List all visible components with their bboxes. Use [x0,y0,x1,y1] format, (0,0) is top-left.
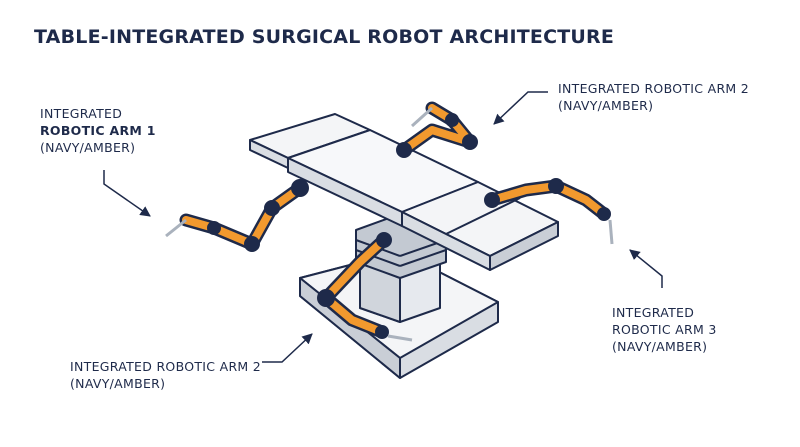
callout-arrows [103,91,663,363]
robotic-arm-2-top [396,101,478,158]
label-arm-2-top: INTEGRATED ROBOTIC ARM 2 (NAVY/AMBER) [558,80,749,114]
label-arm-2-top-line2: (NAVY/AMBER) [558,98,654,113]
label-arm-2-top-line1: INTEGRATED ROBOTIC ARM 2 [558,81,750,96]
label-arm-3-line3: (NAVY/AMBER) [612,339,708,354]
robotic-arm-1 [165,179,309,252]
label-arm-3-line2: ROBOTIC ARM 3 [612,322,717,337]
label-arm-3-line1: INTEGRATED [612,305,695,320]
robotic-arm-2-bottom [317,232,413,342]
arrow-arm-1 [103,170,151,217]
label-arm-2-bottom-line2: (NAVY/AMBER) [70,376,166,391]
robotic-arm-3 [484,178,614,245]
table-top [249,113,559,271]
label-arm-1: INTEGRATED ROBOTIC ARM 1 (NAVY/AMBER) [40,105,156,156]
label-arm-3: INTEGRATED ROBOTIC ARM 3 (NAVY/AMBER) [612,304,717,355]
arrow-arm-2-bottom [262,333,313,363]
label-arm-1-line2: ROBOTIC ARM 1 [40,123,156,138]
arrow-arm-2-top [493,91,548,125]
arrow-arm-3 [629,249,663,288]
label-arm-1-line3: (NAVY/AMBER) [40,140,136,155]
label-arm-2-bottom-line1: INTEGRATED ROBOTIC ARM 2 [70,359,262,374]
table-column [355,213,447,323]
label-arm-2-bottom: INTEGRATED ROBOTIC ARM 2 (NAVY/AMBER) [70,358,261,392]
label-arm-1-line1: INTEGRATED [40,106,123,121]
diagram-title: TABLE-INTEGRATED SURGICAL ROBOT ARCHITEC… [34,26,615,48]
